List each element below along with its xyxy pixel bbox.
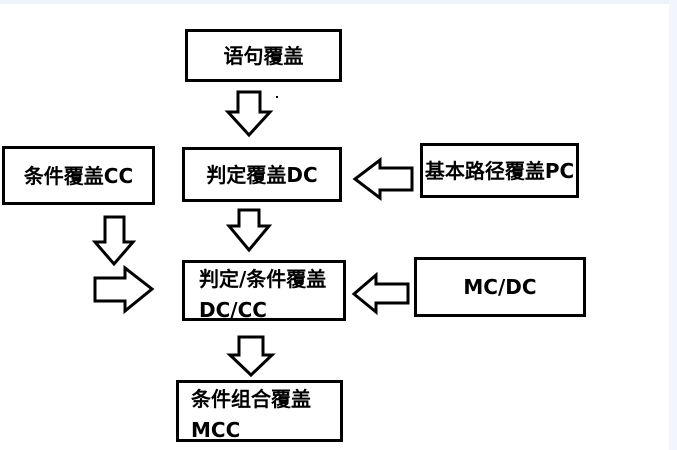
decision-coverage-label: 判定覆盖DC: [206, 162, 318, 187]
statement-coverage-box: 语句覆盖: [185, 29, 342, 82]
arrow-statement-to-decision: [224, 90, 274, 138]
mcc-label: 条件组合覆盖: [191, 387, 311, 411]
decision-condition-coverage-label: 判定/条件覆盖: [199, 267, 327, 291]
decision-condition-coverage-box: 判定/条件覆盖 DC/CC: [182, 260, 346, 322]
mcdc-label: MC/DC: [463, 275, 537, 299]
arrow-condition-down: [91, 215, 137, 267]
mcc-box: 条件组合覆盖 MCC: [176, 380, 343, 442]
condition-coverage-box: 条件覆盖CC: [2, 146, 155, 205]
decision-coverage-box: 判定覆盖DC: [182, 147, 342, 202]
basic-path-coverage-label: 基本路径覆盖PC: [424, 158, 575, 183]
arrow-dccc-to-mcc: [226, 335, 276, 378]
right-edge-strip: [669, 0, 677, 450]
statement-coverage-label: 语句覆盖: [223, 43, 304, 68]
condition-coverage-label: 条件覆盖CC: [23, 163, 134, 188]
top-edge-strip: [0, 0, 677, 4]
arrow-mcdc-to-dccc: [351, 271, 410, 316]
mcdc-box: MC/DC: [414, 257, 586, 317]
decision-condition-coverage-abbrev: DC/CC: [199, 298, 267, 322]
arrow-basicpath-to-decision: [352, 156, 414, 202]
stray-dot: [276, 96, 278, 98]
mcc-abbrev: MCC: [191, 418, 241, 442]
basic-path-coverage-box: 基本路径覆盖PC: [420, 143, 579, 198]
arrow-condition-to-dccc: [93, 264, 155, 315]
arrow-decision-to-dccc: [225, 208, 273, 253]
